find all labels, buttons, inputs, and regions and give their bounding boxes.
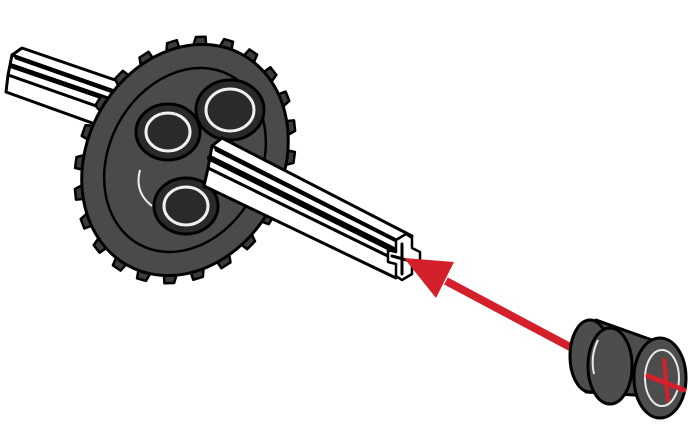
assembly-arrow-icon [404,258,572,348]
bushing-icon [570,320,686,418]
gear-icon [42,8,328,312]
gear-hole-left [136,104,200,160]
gear-hole-top [196,80,264,140]
